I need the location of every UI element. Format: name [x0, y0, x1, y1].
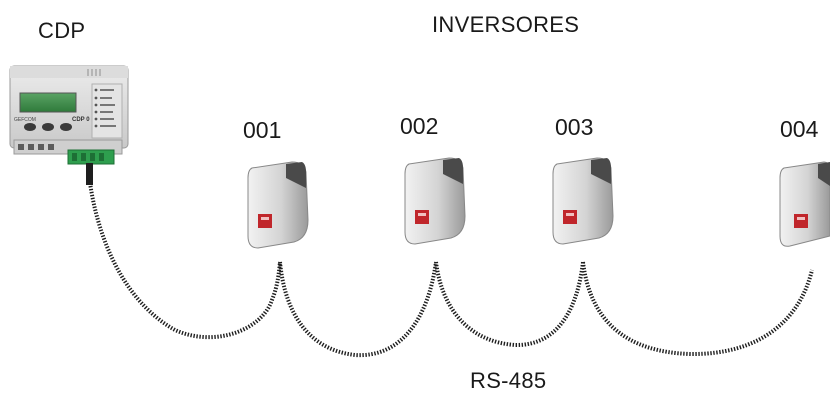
inverter-device-004	[779, 161, 830, 247]
controller-label: CDP	[38, 18, 86, 43]
inverters-title: INVERSORES	[432, 12, 580, 37]
cable-001-to-002	[278, 261, 438, 358]
brand-text: GEFCOM	[14, 117, 36, 123]
cable-003-to-004	[581, 261, 814, 357]
inverter-device-003	[552, 157, 614, 245]
lcd-screen	[19, 92, 77, 113]
cdp-controller-device: GEFCOM CDP 0	[9, 65, 129, 185]
inverter-id-001: 001	[243, 117, 282, 143]
inverter-device-002	[404, 157, 466, 245]
inverter-id-003: 003	[555, 114, 594, 140]
cable-cdp-to-001	[88, 182, 282, 340]
model-text: CDP 0	[72, 117, 90, 123]
inverter-id-004: 004	[780, 116, 819, 142]
cable-002-to-003	[434, 261, 585, 348]
rs485-cable	[88, 182, 814, 358]
bus-label: RS-485	[470, 368, 547, 393]
inverter-device-001	[247, 161, 309, 249]
inverter-id-002: 002	[400, 113, 439, 139]
